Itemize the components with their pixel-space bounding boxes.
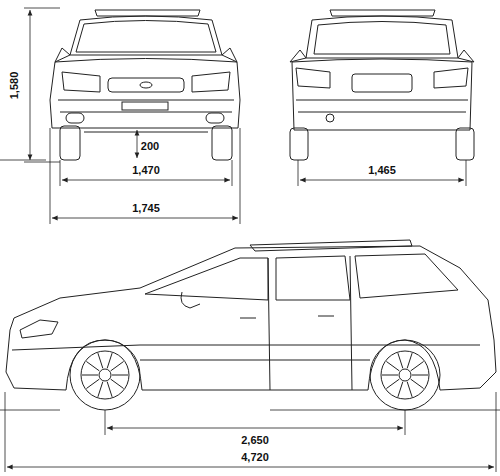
wheel-spoke (82, 375, 98, 376)
wheel-spoke (86, 361, 99, 370)
wheel-spoke (386, 379, 399, 388)
wheel-spoke (407, 382, 412, 397)
wheel-spoke (398, 382, 403, 397)
wheel-spoke (111, 361, 124, 370)
dimension-label: 1,470 (130, 164, 162, 177)
wheel-spoke (111, 379, 124, 388)
dimension-label: 2,650 (239, 434, 271, 447)
wheel-spoke (98, 353, 103, 368)
dimension-lines (0, 8, 500, 472)
wheel-spoke (98, 382, 103, 397)
wheel-spoke (411, 361, 424, 370)
front-view (6, 10, 496, 410)
wheel-spoke (107, 382, 112, 397)
wheel-spoke (398, 353, 403, 368)
wheel-spoke (411, 379, 424, 388)
wheel-spoke (107, 353, 112, 368)
wheel-spoke (412, 375, 428, 376)
wheel-spoke (86, 379, 99, 388)
dimension-label: 200 (139, 140, 161, 153)
dimension-label: 1,580 (9, 69, 22, 101)
wheel-spoke (386, 361, 399, 370)
wheel-spoke (382, 375, 398, 376)
dimension-label: 4,720 (239, 451, 271, 464)
dimension-label: 1,745 (130, 202, 162, 215)
wheel-spoke (407, 353, 412, 368)
wheel-spoke (112, 375, 128, 376)
dimension-label: 1,465 (366, 164, 398, 177)
